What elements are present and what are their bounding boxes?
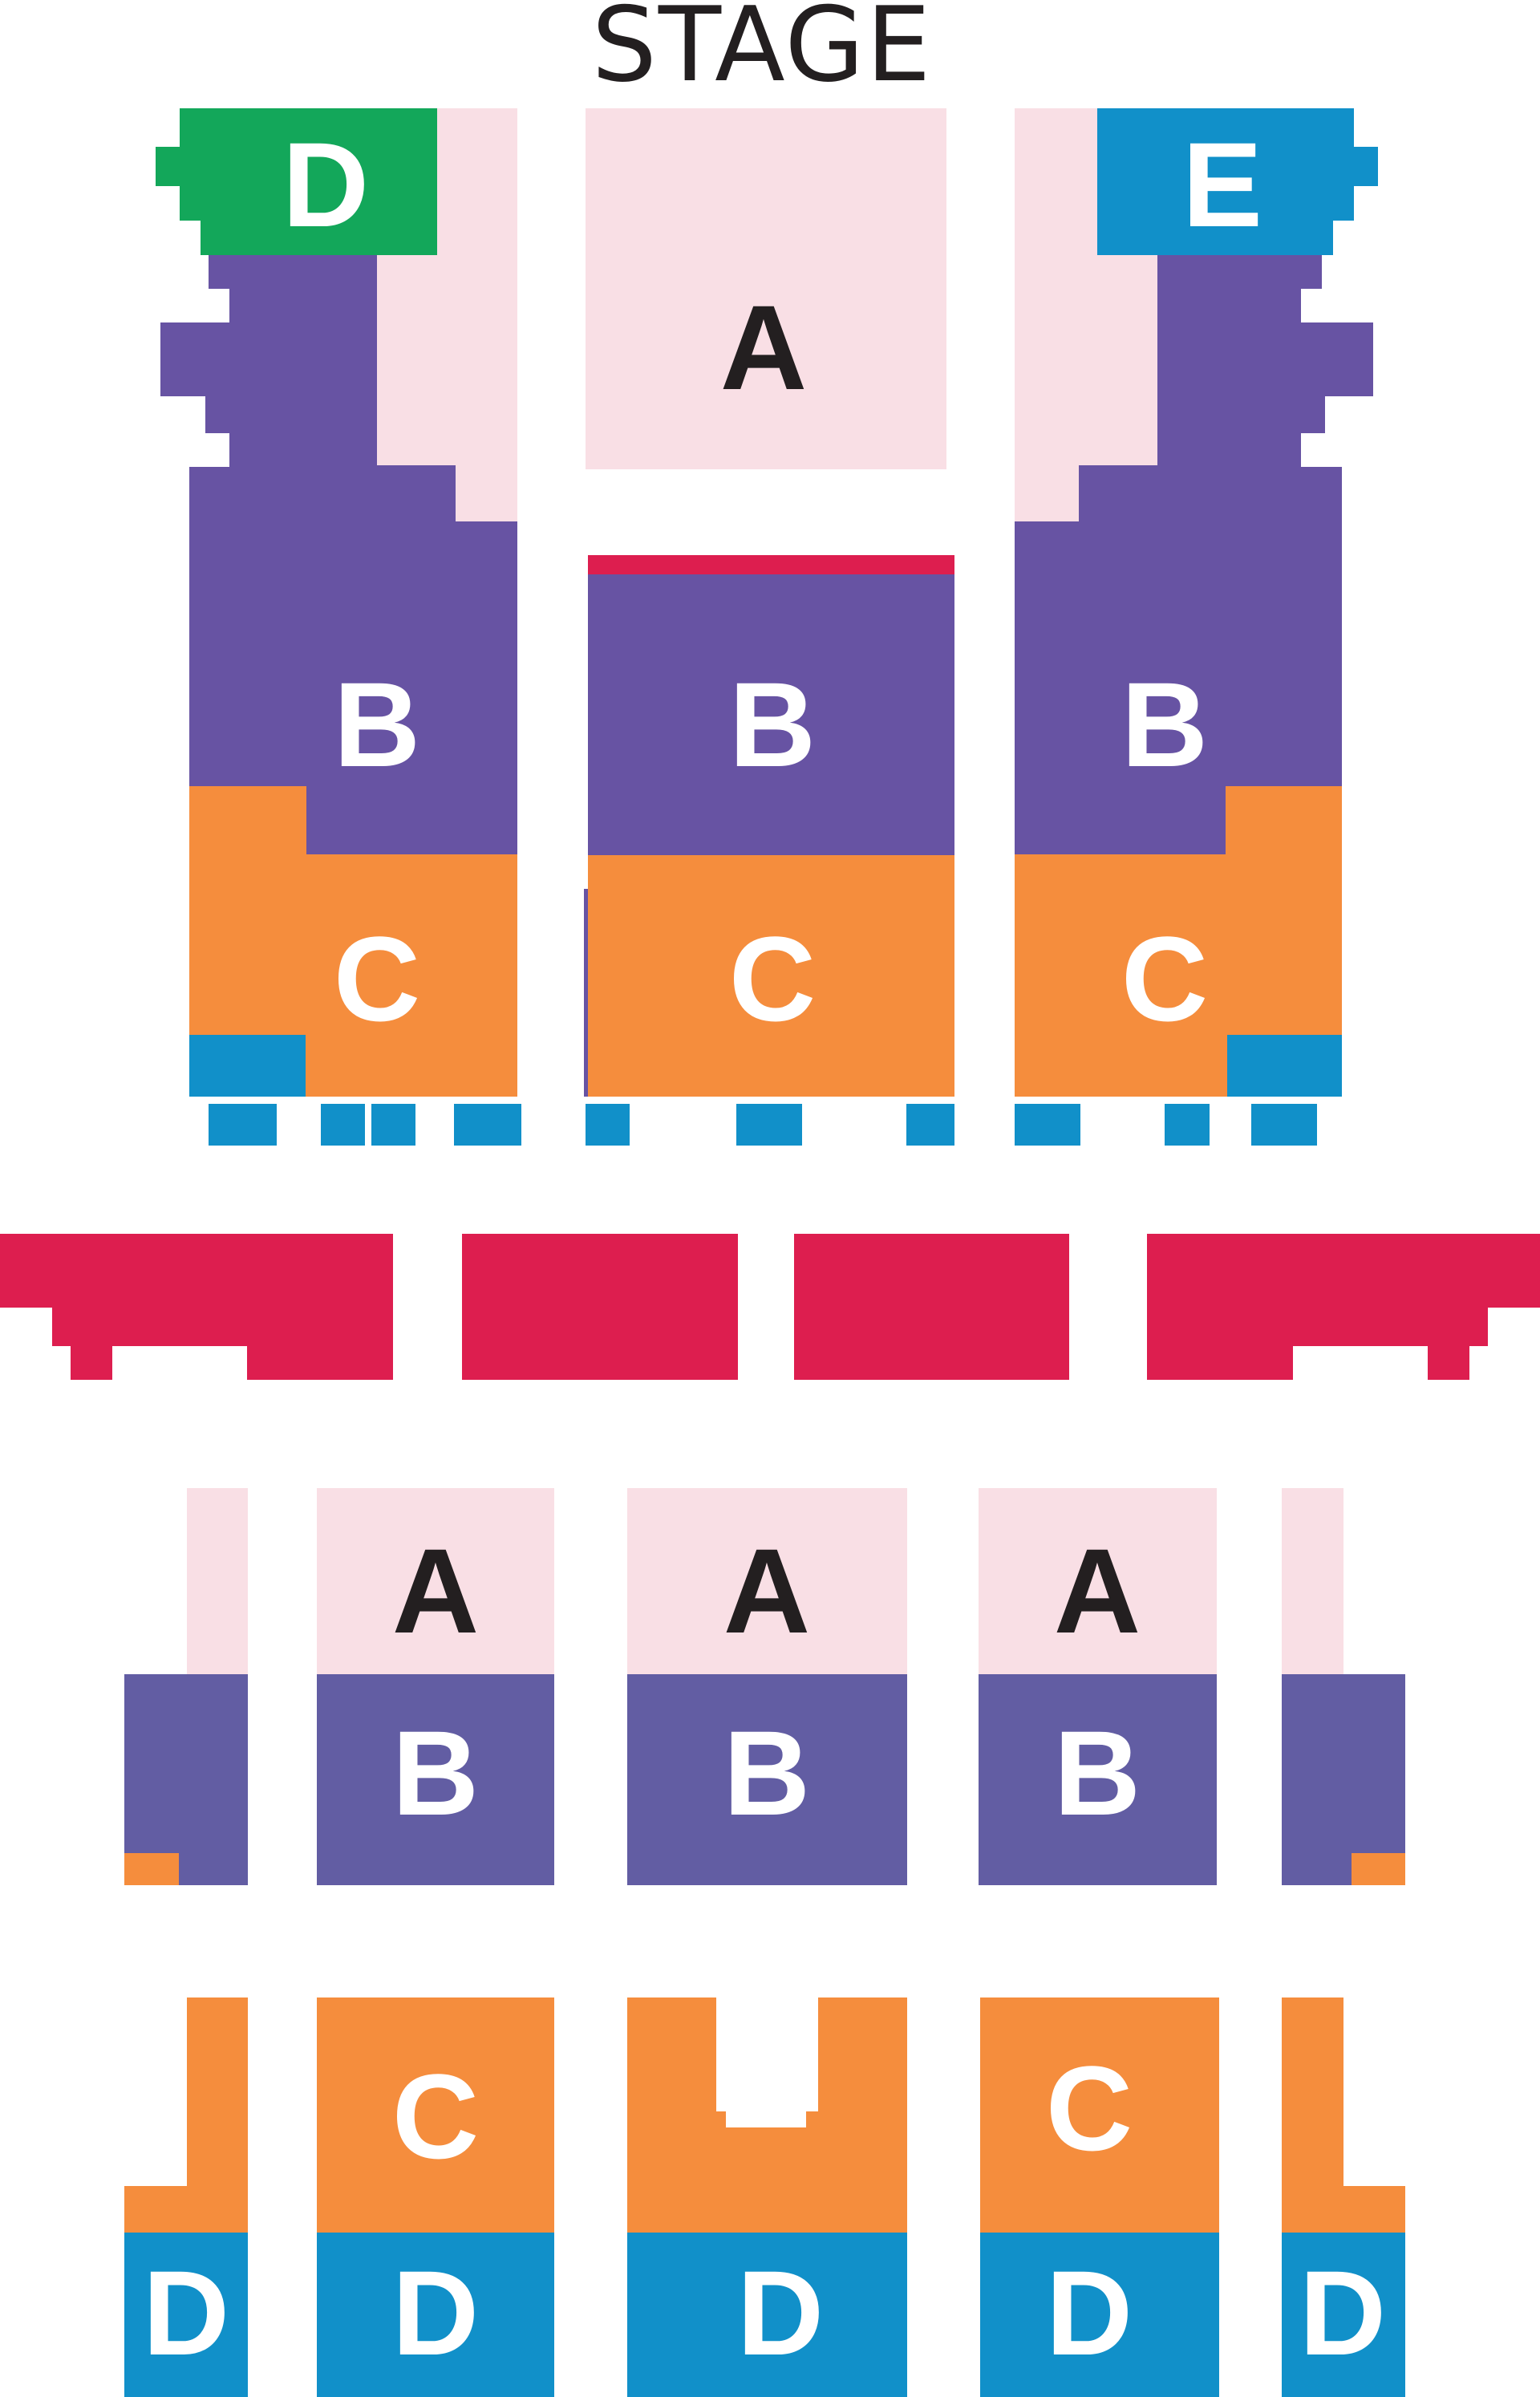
box-e-right-label: E <box>1182 117 1262 252</box>
wheelchair-row-upper-center[interactable] <box>588 555 954 574</box>
seat-block-d[interactable] <box>209 1104 277 1146</box>
section-c-lower-3[interactable] <box>980 1998 1219 2233</box>
section-b-lower-3-label: B <box>1054 1705 1141 1840</box>
section-c-upper-center-label: C <box>729 911 816 1046</box>
section-b-upper-right[interactable] <box>1015 255 1373 854</box>
section-a-lower-2[interactable] <box>627 1488 907 1674</box>
seat-block-d[interactable] <box>906 1104 954 1146</box>
section-b-lower-far-left[interactable] <box>124 1674 248 1885</box>
section-c-lower-far-right[interactable] <box>1282 1998 1405 2233</box>
section-c-upper-center[interactable] <box>588 855 954 1097</box>
box-d-left[interactable] <box>156 108 437 255</box>
section-c-lower-far-left-corner[interactable] <box>124 1853 179 1885</box>
edge-mark-upper-center <box>584 889 588 1097</box>
section-a-lower-far-left[interactable] <box>187 1488 248 1674</box>
wheelchair-section-center-right[interactable] <box>794 1234 1069 1380</box>
section-b-lower-2[interactable] <box>627 1674 907 1885</box>
section-d-upper-left-corner[interactable] <box>189 1035 306 1097</box>
section-d-upper-right-corner[interactable] <box>1227 1035 1342 1097</box>
section-a-upper-center[interactable] <box>586 108 946 469</box>
section-d-lower-4-label: D <box>1046 2245 1133 2380</box>
section-c-lower-2[interactable] <box>627 1998 907 2233</box>
section-b-upper-center-label: B <box>729 657 816 792</box>
wheelchair-section-center-left[interactable] <box>462 1234 738 1380</box>
section-d-lower-2[interactable] <box>317 2233 554 2397</box>
section-a-lower-far-right[interactable] <box>1282 1488 1343 1674</box>
seat-block-d[interactable] <box>1015 1104 1080 1146</box>
stage-label: STAGE <box>592 0 933 105</box>
seat-block-d[interactable] <box>371 1104 415 1146</box>
section-c-lower-far-right-corner[interactable] <box>1352 1853 1405 1885</box>
section-b-lower-3[interactable] <box>979 1674 1217 1885</box>
section-b-lower-2-label: B <box>723 1705 810 1840</box>
section-b-upper-left-label: B <box>334 657 420 792</box>
section-d-lower-5[interactable] <box>1282 2233 1405 2397</box>
section-b-upper-center[interactable] <box>588 574 954 855</box>
box-d-left-label: D <box>282 117 369 252</box>
wheelchair-section-right[interactable] <box>1147 1234 1540 1380</box>
box-e-right[interactable] <box>1097 108 1378 255</box>
seat-block-d[interactable] <box>321 1104 365 1146</box>
section-d-lower-1[interactable] <box>124 2233 248 2397</box>
seat-block-d[interactable] <box>1165 1104 1210 1146</box>
section-d-lower-4[interactable] <box>980 2233 1219 2397</box>
seat-block-d[interactable] <box>736 1104 802 1146</box>
seat-block-d[interactable] <box>454 1104 521 1146</box>
section-c-lower-1-label: C <box>392 2049 479 2184</box>
section-c-upper-right-label: C <box>1121 911 1208 1046</box>
section-c-upper-right[interactable] <box>1015 786 1342 1097</box>
section-a-lower-3[interactable] <box>979 1488 1217 1674</box>
section-d-lower-3[interactable] <box>627 2233 907 2397</box>
section-c-lower-far-left[interactable] <box>124 1998 248 2233</box>
section-b-lower-far-right[interactable] <box>1282 1674 1405 1885</box>
section-b-lower-1[interactable] <box>317 1674 554 1885</box>
section-c-lower-3-label: C <box>1046 2041 1133 2176</box>
section-b-upper-left[interactable] <box>160 255 517 854</box>
section-d-lower-1-label: D <box>143 2245 229 2380</box>
section-d-lower-3-label: D <box>737 2245 824 2380</box>
seat-block-d[interactable] <box>1251 1104 1317 1146</box>
section-a-lower-3-label: A <box>1054 1523 1141 1658</box>
section-d-lower-2-label: D <box>392 2245 479 2380</box>
section-a-upper-center-label: A <box>720 280 807 415</box>
section-b-lower-1-label: B <box>392 1705 479 1840</box>
section-c-upper-left[interactable] <box>189 786 517 1097</box>
section-b-upper-right-label: B <box>1121 657 1208 792</box>
section-c-lower-1[interactable] <box>317 1998 554 2233</box>
section-a-lower-1-label: A <box>392 1523 479 1658</box>
section-a-lower-1[interactable] <box>317 1488 554 1674</box>
seat-block-d[interactable] <box>586 1104 630 1146</box>
section-c-upper-left-label: C <box>334 911 420 1046</box>
section-d-lower-5-label: D <box>1299 2245 1386 2380</box>
wheelchair-section-left[interactable] <box>0 1234 393 1380</box>
section-a-lower-2-label: A <box>723 1523 810 1658</box>
